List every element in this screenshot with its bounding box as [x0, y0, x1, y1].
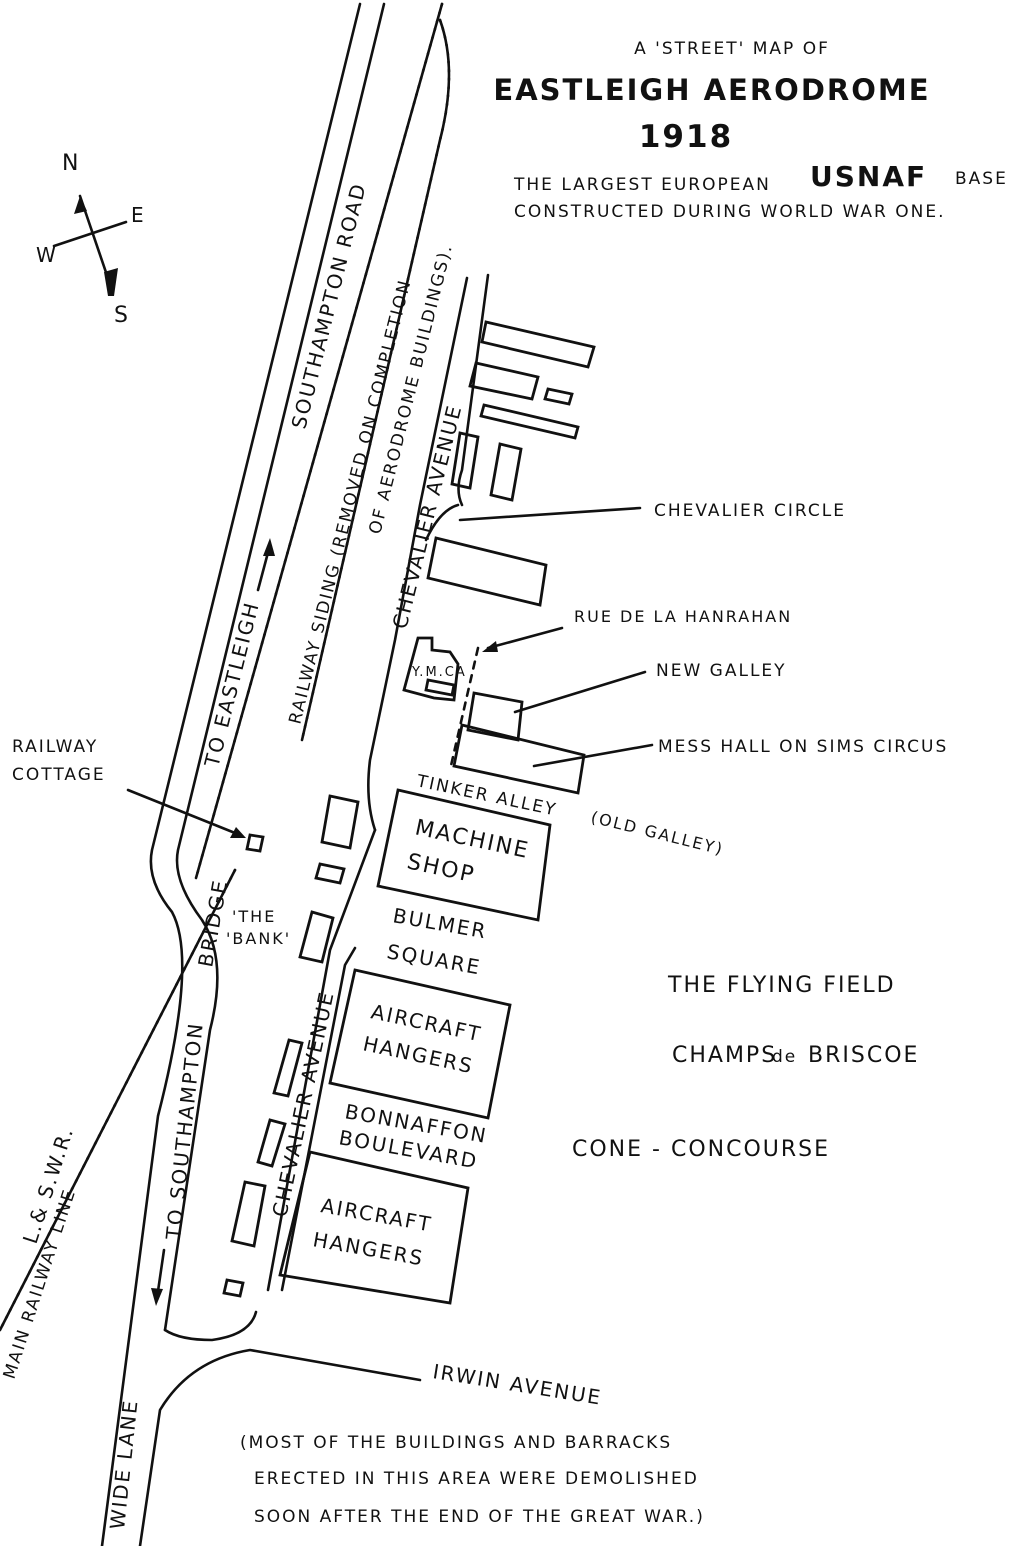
- compass-rose: N E S W: [36, 151, 146, 328]
- rue-de-la-hanrahan-path: [448, 646, 480, 772]
- barrack-6: [489, 442, 523, 502]
- bulmer-square-label-2: SQUARE: [385, 939, 483, 979]
- bulmer-square-label-1: BULMER: [391, 903, 489, 943]
- barrack-2: [468, 361, 540, 401]
- footnote-line1: (MOST OF THE BUILDINGS AND BARRACKS: [240, 1433, 672, 1453]
- champs-label-de: de: [772, 1047, 797, 1067]
- compass-e: E: [131, 203, 146, 227]
- hut-1: [320, 794, 360, 850]
- bridge-label: BRIDGE: [193, 877, 232, 969]
- compass-s: S: [114, 303, 130, 328]
- flying-field-label: THE FLYING FIELD: [667, 973, 896, 998]
- aircraft-hangers-north: [328, 968, 512, 1120]
- to-eastleigh-arrowhead-icon: [263, 538, 275, 556]
- barrack-3: [543, 387, 574, 406]
- chevalier-avenue: [266, 273, 490, 1292]
- southampton-road: [100, 2, 422, 1546]
- the-bank-building: [298, 910, 335, 964]
- hut-3: [272, 1038, 304, 1098]
- subtitle-pre: THE LARGEST EUROPEAN: [513, 175, 771, 195]
- cone-concourse-label: CONE - CONCOURSE: [572, 1137, 830, 1162]
- railway-cottage-building: [245, 833, 265, 853]
- tinker-alley-label: TINKER ALLEY: [414, 771, 559, 820]
- footnote-line2: ERECTED IN THIS AREA WERE DEMOLISHED: [254, 1469, 699, 1489]
- ymca-building: [402, 636, 460, 702]
- subtitle-line2: CONSTRUCTED DURING WORLD WAR ONE.: [514, 202, 945, 222]
- railway-cottage-label-2: COTTAGE: [12, 765, 106, 785]
- hut-5: [230, 1180, 267, 1248]
- barrack-1: [480, 320, 596, 369]
- ymca-annex: [424, 678, 456, 697]
- chevalier-circle-label: CHEVALIER CIRCLE: [654, 501, 846, 521]
- subtitle-post: BASE: [955, 169, 1008, 189]
- hangers-south-label-2: HANGERS: [311, 1227, 426, 1270]
- machine-shop-building: [376, 788, 552, 922]
- to-southampton-label: TO SOUTHAMPTON: [161, 1021, 208, 1242]
- compass-w: W: [36, 243, 58, 267]
- railway-siding: [194, 2, 451, 880]
- header-line1: A 'STREET' MAP OF: [634, 39, 830, 59]
- compass-south-arrow-icon: [104, 268, 118, 296]
- old-galley-label: (OLD GALLEY): [589, 807, 726, 858]
- barrack-7: [426, 536, 548, 607]
- rue-de-la-hanrahan-label: RUE DE LA HANRAHAN: [574, 607, 792, 626]
- mess-hall-building: [452, 723, 586, 795]
- machine-shop-label-2: SHOP: [405, 849, 478, 888]
- subtitle-usnaf: USNAF: [810, 160, 927, 193]
- wide-lane-label: WIDE LANE: [105, 1398, 143, 1531]
- barrack-4: [479, 403, 580, 440]
- hut-6: [222, 1278, 245, 1298]
- north-barracks: [426, 320, 596, 607]
- leader-lines: [126, 506, 654, 838]
- hangers-south-label-1: AIRCRAFT: [319, 1193, 434, 1236]
- main-railway-line: [0, 868, 237, 1332]
- new-galley-label: NEW GALLEY: [656, 661, 787, 681]
- map-title: EASTLEIGH AERODROME: [493, 73, 930, 107]
- barrack-5: [450, 431, 480, 490]
- hut-4: [256, 1118, 287, 1168]
- railway-cottage-label-1: RAILWAY: [12, 737, 98, 757]
- mess-hall-label: MESS HALL ON SIMS CIRCUS: [658, 737, 948, 757]
- the-bank-label-1: 'THE: [232, 907, 276, 926]
- champs-label-post: BRISCOE: [808, 1043, 919, 1068]
- footnote-line3: SOON AFTER THE END OF THE GREAT WAR.): [254, 1507, 705, 1527]
- to-southampton-arrowhead-icon: [151, 1288, 163, 1306]
- compass-n: N: [62, 151, 80, 176]
- champs-label-pre: CHAMPS: [672, 1043, 777, 1068]
- aircraft-hangers-south: [278, 1150, 470, 1305]
- compass-north-arrow-icon: [74, 196, 87, 214]
- the-bank-label-2: 'BANK': [226, 929, 291, 948]
- ymca-label: Y.M.CA: [411, 665, 467, 680]
- hut-2: [314, 862, 346, 885]
- map-year: 1918: [639, 119, 733, 155]
- west-huts: [222, 794, 360, 1298]
- railway-siding-label-1: RAILWAY SIDING (REMOVED ON COMPLETION: [285, 277, 415, 726]
- compass-we-line: [52, 220, 128, 248]
- irwin-avenue-label: IRWIN AVENUE: [431, 1359, 604, 1409]
